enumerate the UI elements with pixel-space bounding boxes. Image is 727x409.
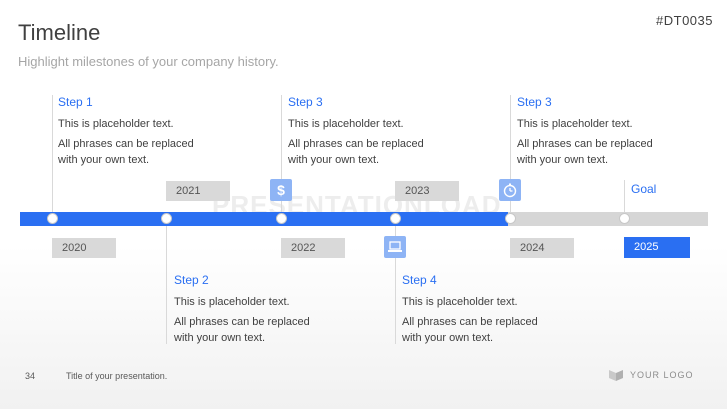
step-text: with your own text.	[402, 332, 494, 344]
step-text: with your own text.	[174, 332, 266, 344]
footer-title: Title of your presentation.	[66, 371, 168, 381]
step-text: This is placeholder text.	[517, 118, 633, 130]
step-heading: Step 4	[402, 273, 437, 287]
slide-code: #DT0035	[656, 13, 713, 28]
connector-line	[510, 95, 511, 217]
step-block-1: Step 1 This is placeholder text. All phr…	[58, 95, 194, 168]
step-block-3b: Step 3 This is placeholder text. All phr…	[517, 95, 653, 168]
timeline-dot[interactable]	[161, 213, 172, 224]
step-heading: Step 3	[288, 95, 323, 109]
step-block-3a: Step 3 This is placeholder text. All phr…	[288, 95, 424, 168]
connector-line	[52, 95, 53, 217]
step-text: All phrases can be replaced	[174, 316, 310, 328]
step-block-4: Step 4 This is placeholder text. All phr…	[402, 273, 538, 346]
laptop-icon	[384, 236, 406, 258]
year-2023: 2023	[395, 181, 459, 201]
dollar-icon: $	[270, 179, 292, 201]
connector-line	[281, 95, 282, 217]
timeline-dot[interactable]	[390, 213, 401, 224]
step-text: All phrases can be replaced	[58, 138, 194, 150]
timeline-dot[interactable]	[47, 213, 58, 224]
clock-icon	[499, 179, 521, 201]
step-text: This is placeholder text.	[402, 296, 518, 308]
year-2025: 2025	[624, 237, 690, 258]
connector-line	[166, 222, 167, 344]
year-2021: 2021	[166, 181, 230, 201]
year-2020: 2020	[52, 238, 116, 258]
connector-line	[395, 222, 396, 344]
step-text: with your own text.	[288, 154, 380, 166]
slide-subtitle: Highlight milestones of your company his…	[18, 54, 279, 69]
timeline-dot[interactable]	[619, 213, 630, 224]
step-text: All phrases can be replaced	[288, 138, 424, 150]
step-text: with your own text.	[517, 154, 609, 166]
step-text: with your own text.	[58, 154, 150, 166]
year-2022: 2022	[281, 238, 345, 258]
step-text: This is placeholder text.	[58, 118, 174, 130]
step-text: All phrases can be replaced	[517, 138, 653, 150]
step-heading: Step 2	[174, 273, 209, 287]
year-2024: 2024	[510, 238, 574, 258]
slide-title: Timeline	[18, 20, 101, 45]
logo-text: YOUR LOGO	[630, 370, 694, 380]
step-block-2: Step 2 This is placeholder text. All phr…	[174, 273, 310, 346]
step-text: This is placeholder text.	[174, 296, 290, 308]
step-text: All phrases can be replaced	[402, 316, 538, 328]
timeline-dot[interactable]	[505, 213, 516, 224]
page-number: 34	[25, 371, 36, 381]
connector-line	[624, 180, 625, 217]
timeline-dot[interactable]	[276, 213, 287, 224]
step-heading: Step 1	[58, 95, 93, 109]
goal-label: Goal	[631, 182, 657, 196]
timeline-progress	[20, 212, 509, 226]
logo-icon	[608, 368, 624, 387]
step-heading: Step 3	[517, 95, 552, 109]
step-text: This is placeholder text.	[288, 118, 404, 130]
